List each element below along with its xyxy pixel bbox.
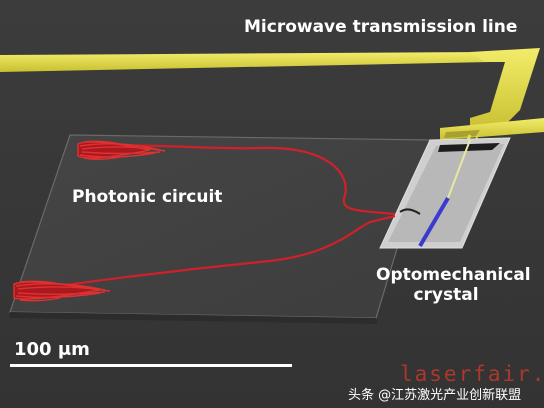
- chip-edge: [10, 312, 378, 324]
- microwave-line-label: Microwave transmission line: [244, 17, 518, 37]
- optomechanical-crystal-label: Optomechanical crystal: [376, 265, 531, 305]
- optomechanical-label-line2: crystal: [413, 284, 479, 305]
- watermark: laserfair.com: [400, 362, 544, 386]
- optomechanical-label-line1: Optomechanical: [376, 265, 531, 285]
- photonic-waveguides: [19, 144, 396, 294]
- optomechanical-crystal: [379, 137, 511, 249]
- grating-coupler-top: [77, 140, 166, 160]
- grating-coupler-bottom: [13, 280, 111, 302]
- scale-bar: [10, 364, 292, 367]
- scale-bar-label: 100 μm: [14, 339, 90, 360]
- photonic-circuit-label: Photonic circuit: [72, 187, 223, 207]
- source-credit: 头条 @江苏激光产业创新联盟: [348, 388, 522, 403]
